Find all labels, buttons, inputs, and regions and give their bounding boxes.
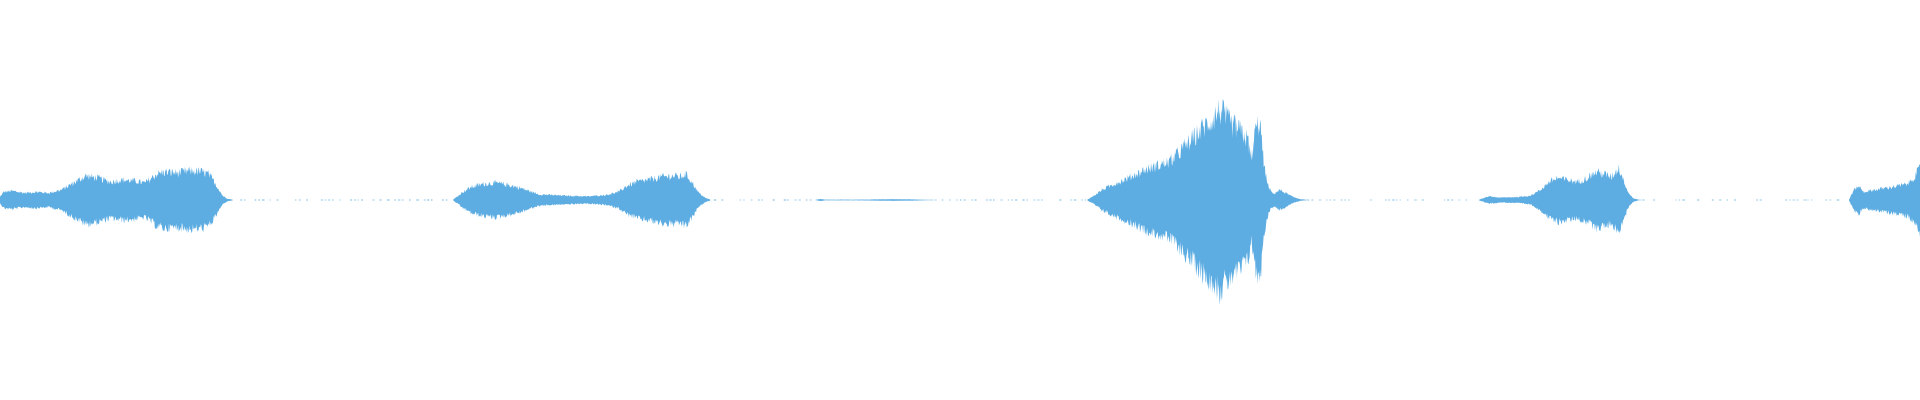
waveform-segments [0,98,1920,305]
waveform-segment-4 [1087,98,1308,305]
silence-gap-4 [1307,199,1467,201]
waveform-segment-2 [453,171,711,229]
waveform-segment-5 [1479,164,1639,234]
silence-gap-3 [930,199,1087,201]
waveform-segment-3 [815,198,931,202]
waveform-segment-6 [1849,163,1920,238]
silence-gap-5 [1638,199,1840,201]
waveform-segment-1 [0,166,233,234]
silence-gap-2 [713,199,812,201]
silence-gap-1 [240,199,448,201]
